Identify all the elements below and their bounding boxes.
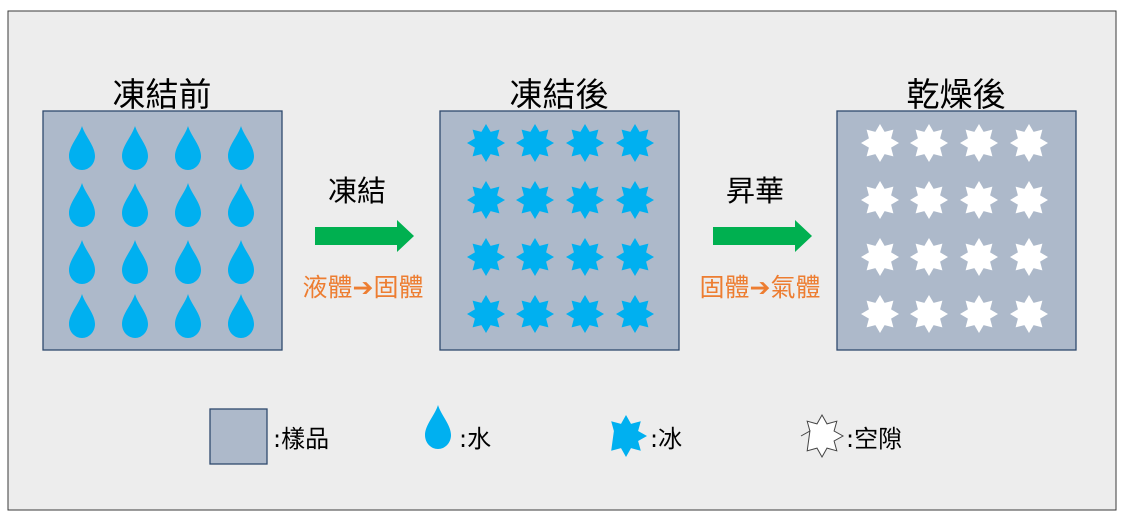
step-label-sublimation: 昇華 bbox=[725, 174, 785, 208]
ice-crystal-icon bbox=[467, 295, 505, 333]
ice-crystal-icon bbox=[516, 124, 554, 162]
void-icon bbox=[960, 181, 998, 219]
legend-sample-swatch bbox=[209, 408, 268, 465]
state-from-label: 固體 bbox=[699, 273, 750, 302]
ice-crystal-icon bbox=[616, 295, 654, 333]
void-icon bbox=[960, 295, 998, 333]
ice-crystal-icon bbox=[467, 124, 505, 162]
ice-crystal-icon bbox=[616, 238, 654, 276]
ice-crystal-icon bbox=[616, 124, 654, 162]
void-icon bbox=[1010, 124, 1048, 162]
ice-crystal-icon bbox=[467, 181, 505, 219]
ice-crystal-icon bbox=[566, 181, 604, 219]
void-icon bbox=[960, 238, 998, 276]
step-label-freezing: 凍結 bbox=[327, 174, 387, 208]
stage-title-before-freezing: 凍結前 bbox=[112, 75, 212, 114]
right-arrow-icon: ➔ bbox=[352, 273, 374, 302]
stage-title-after-drying: 乾燥後 bbox=[906, 75, 1006, 114]
void-icon bbox=[1010, 181, 1048, 219]
ice-crystal-icon bbox=[616, 181, 654, 219]
void-icon bbox=[861, 124, 899, 162]
void-icon bbox=[910, 295, 948, 333]
void-icon bbox=[910, 238, 948, 276]
void-icon bbox=[960, 124, 998, 162]
legend-label-void: :空隙 bbox=[846, 425, 903, 453]
legend-label-water: :水 bbox=[459, 425, 492, 453]
ice-crystal-icon bbox=[566, 238, 604, 276]
sublimation-arrow-icon bbox=[713, 220, 812, 252]
void-icon bbox=[861, 295, 899, 333]
void-icon bbox=[910, 181, 948, 219]
legend-label-sample: :樣品 bbox=[273, 425, 330, 453]
right-arrow-icon: ➔ bbox=[749, 273, 771, 302]
state-change-sublimation: 固體➔氣體 bbox=[700, 268, 821, 304]
state-to-label: 氣體 bbox=[770, 273, 821, 302]
ice-crystal-icon bbox=[467, 238, 505, 276]
state-to-label: 固體 bbox=[373, 273, 424, 302]
state-from-label: 液體 bbox=[302, 273, 353, 302]
ice-crystal-icon bbox=[516, 238, 554, 276]
state-change-freezing: 液體➔固體 bbox=[303, 268, 424, 304]
void-icon bbox=[861, 238, 899, 276]
ice-crystal-icon bbox=[516, 181, 554, 219]
ice-crystal-icon bbox=[566, 124, 604, 162]
ice-crystal-icon bbox=[516, 295, 554, 333]
legend-label-ice: :冰 bbox=[650, 425, 683, 453]
void-icon bbox=[861, 181, 899, 219]
void-icon bbox=[1010, 238, 1048, 276]
stage-title-after-freezing: 凍結後 bbox=[509, 75, 609, 114]
void-icon bbox=[910, 124, 948, 162]
freezing-arrow-icon bbox=[315, 220, 414, 252]
void-icon bbox=[1010, 295, 1048, 333]
ice-crystal-icon bbox=[566, 295, 604, 333]
